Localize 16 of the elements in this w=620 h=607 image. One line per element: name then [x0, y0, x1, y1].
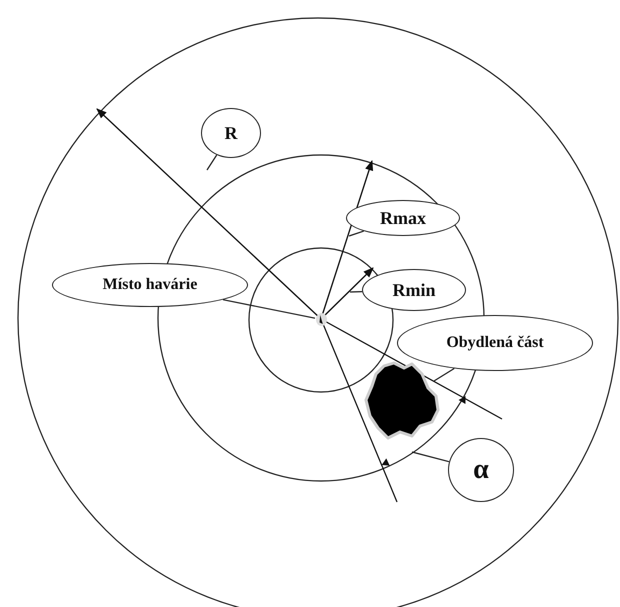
bubble-text: α [473, 456, 489, 484]
leader-line [222, 299, 316, 319]
bubble-text: Obydlená část [446, 335, 544, 351]
leader-line [350, 291, 362, 293]
speech-bubble [362, 269, 466, 311]
bubble-text: Rmax [380, 209, 426, 227]
leader-line [412, 451, 450, 462]
speech-bubble [346, 200, 460, 236]
bubble-text: Místo havárie [102, 277, 198, 293]
bubble-text: Rmin [392, 281, 436, 299]
leader-line [348, 230, 364, 237]
leader-line [434, 368, 455, 382]
accident-point [315, 312, 328, 327]
bubble-text: R [224, 124, 238, 142]
settlement-area [362, 360, 442, 442]
leader-line [206, 154, 218, 170]
